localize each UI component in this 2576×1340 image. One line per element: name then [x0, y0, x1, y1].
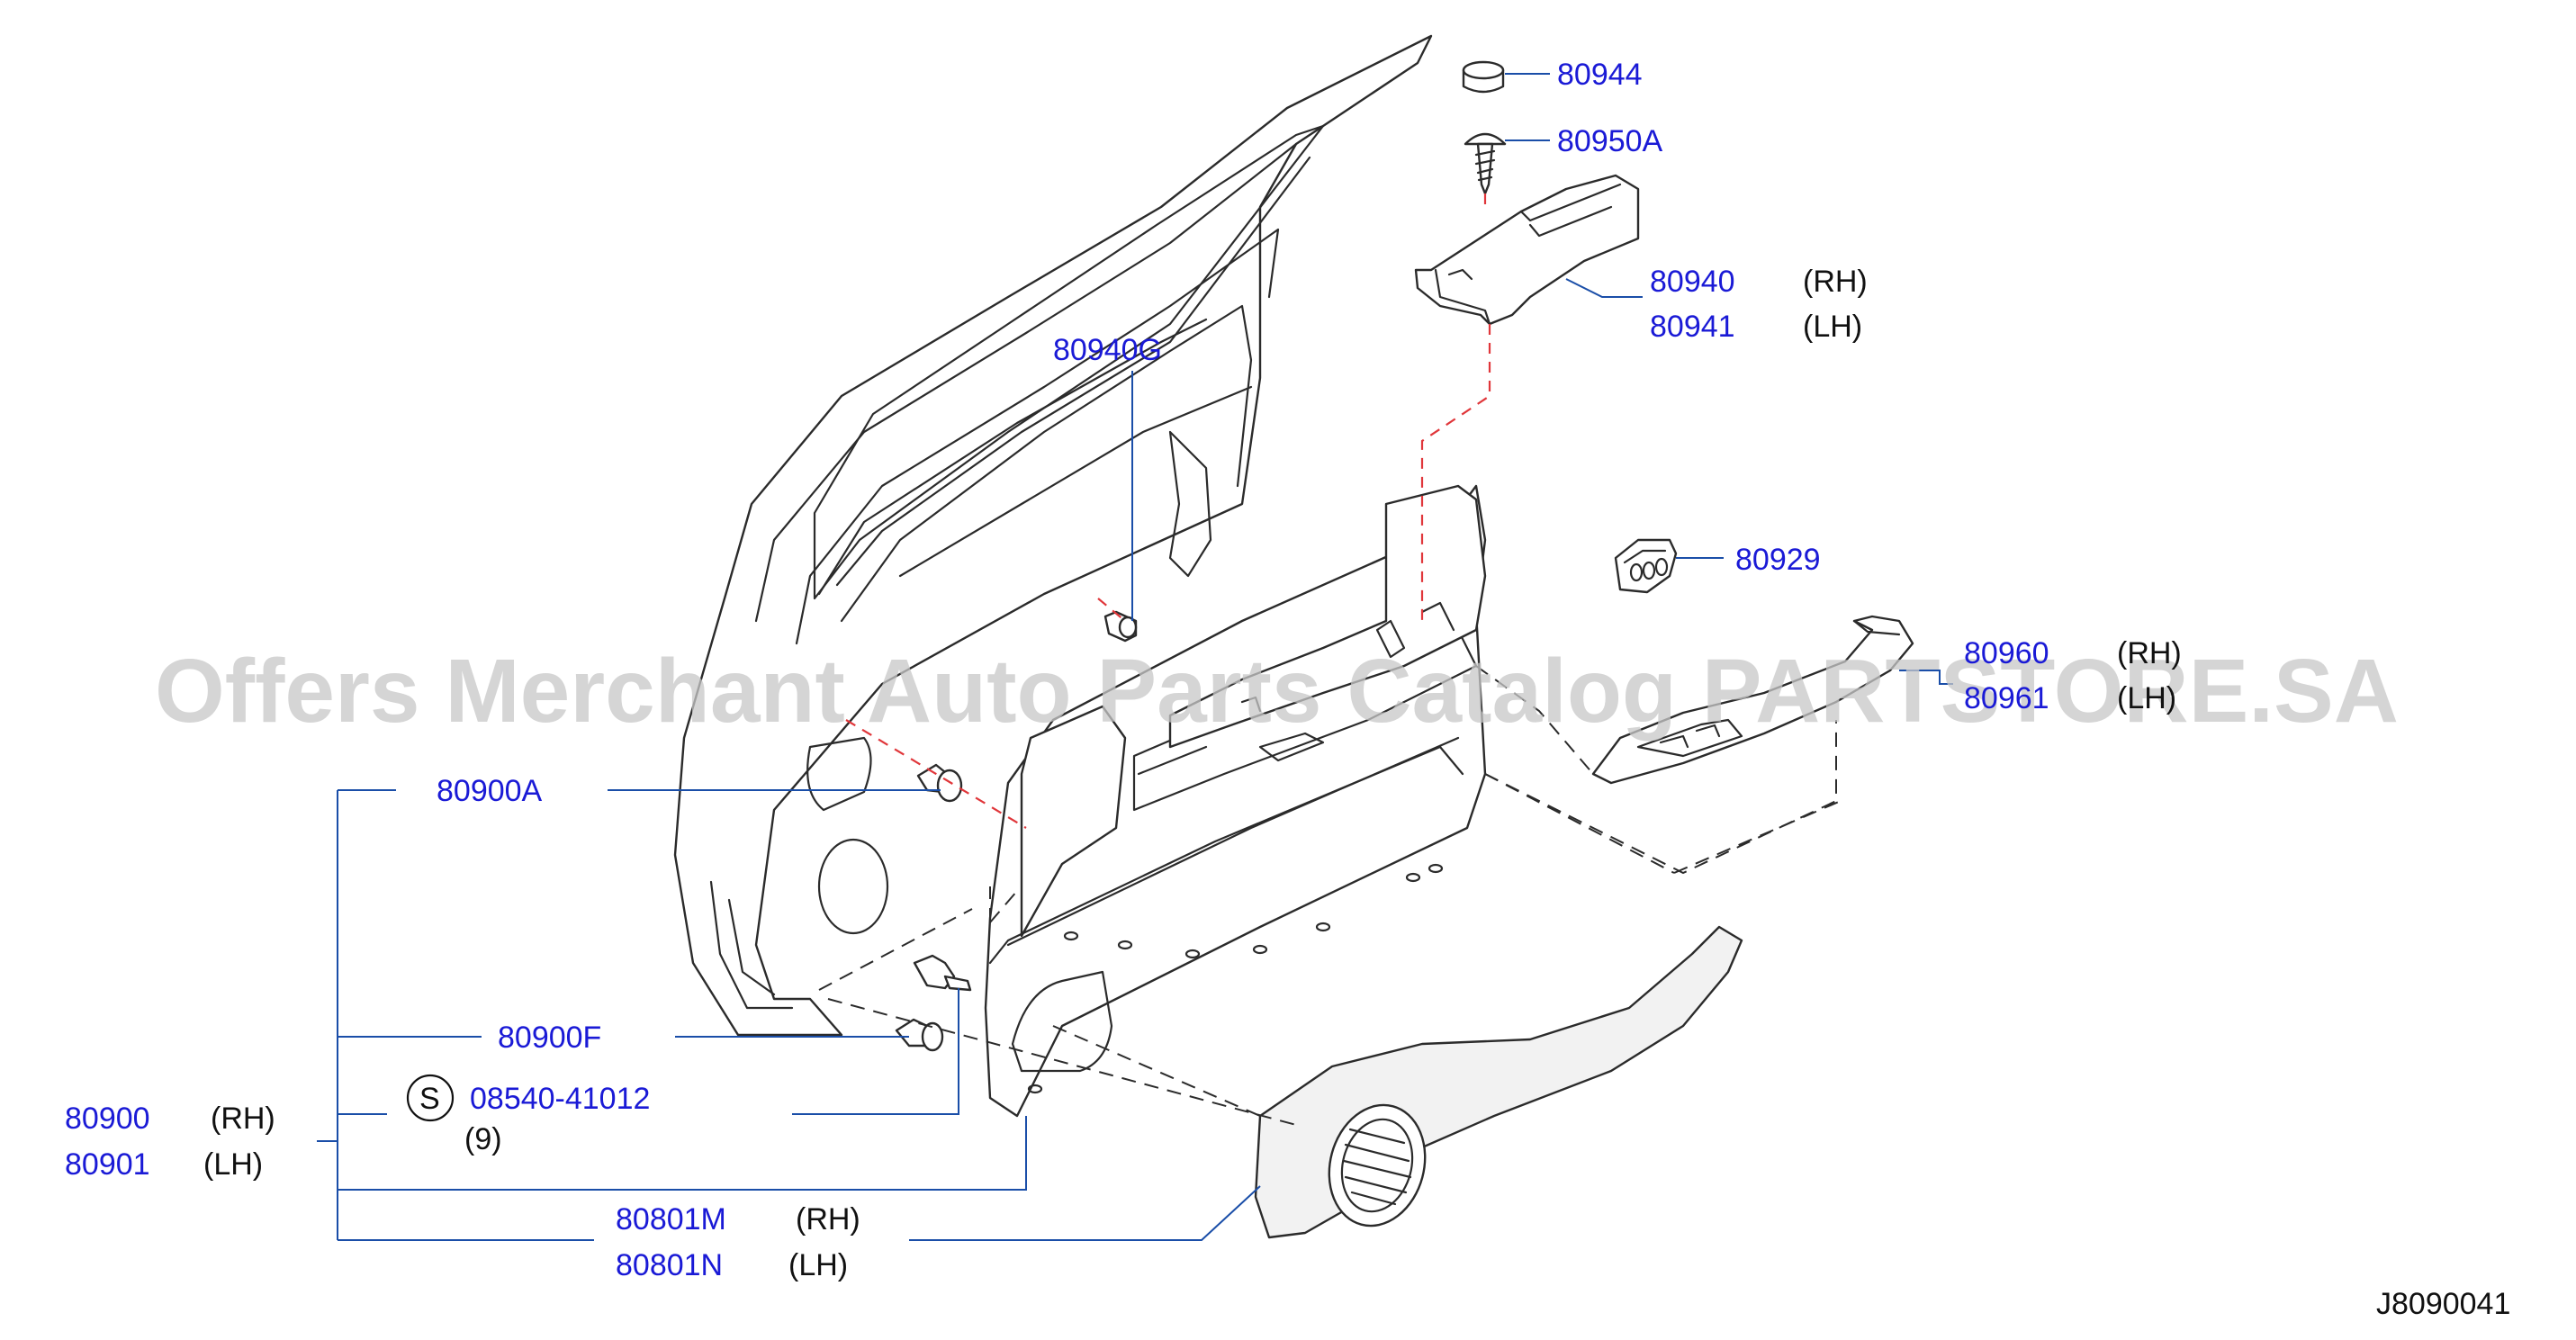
watermark: Offers Merchant Auto Parts Catalog PARTS…	[155, 641, 2399, 742]
label-80801n-side: (LH)	[788, 1248, 848, 1282]
label-80940[interactable]: 80940	[1650, 265, 1735, 299]
cap-80944	[1462, 60, 1505, 94]
label-80900-side: (RH)	[211, 1102, 275, 1136]
leader-lines	[317, 73, 1953, 1241]
label-08540-41012[interactable]: 08540-41012	[470, 1082, 650, 1116]
label-80941[interactable]: 80941	[1650, 310, 1735, 344]
label-80801m[interactable]: 80801M	[616, 1202, 726, 1237]
label-80801n[interactable]: 80801N	[616, 1248, 723, 1282]
label-80960[interactable]: 80960	[1964, 636, 2049, 670]
label-screw-qty: (9)	[464, 1122, 502, 1156]
diagram-code: J8090041	[2376, 1287, 2510, 1321]
clip-80940g	[1103, 610, 1138, 643]
pull-handle-80940	[1414, 174, 1640, 326]
armrest-bracket	[1168, 484, 1487, 749]
panel-clip-holes	[1027, 863, 1444, 1094]
label-80961-side: (LH)	[2117, 681, 2176, 715]
switch-80929	[1614, 538, 1678, 594]
label-80801m-side: (RH)	[796, 1202, 860, 1237]
label-80901[interactable]: 80901	[65, 1147, 150, 1182]
label-80940g[interactable]: 80940G	[1053, 333, 1162, 367]
alignment-lines	[845, 193, 1491, 829]
label-80960-side: (RH)	[2117, 636, 2182, 670]
label-80961[interactable]: 80961	[1964, 681, 2049, 715]
label-80950a[interactable]: 80950A	[1557, 124, 1663, 158]
lower-trim-pocket	[1254, 925, 1743, 1239]
label-80900[interactable]: 80900	[65, 1102, 150, 1136]
label-80901-side: (LH)	[203, 1147, 263, 1182]
label-80940-side: (RH)	[1803, 265, 1868, 299]
screw-symbol: S	[406, 1074, 455, 1122]
screw-80950a	[1464, 132, 1507, 195]
screw-08540-41012	[913, 954, 972, 992]
label-80929[interactable]: 80929	[1735, 543, 1821, 577]
clip-80900a	[916, 763, 963, 803]
label-80944[interactable]: 80944	[1557, 58, 1643, 92]
door-frame	[673, 34, 1433, 1037]
armrest-finisher-80960	[1591, 615, 1914, 785]
phantom-lines	[818, 665, 1842, 1126]
label-80941-side: (LH)	[1803, 310, 1862, 344]
label-80900f[interactable]: 80900F	[498, 1021, 601, 1055]
screw-symbol-letter: S	[419, 1082, 440, 1116]
label-80900a[interactable]: 80900A	[437, 774, 543, 808]
